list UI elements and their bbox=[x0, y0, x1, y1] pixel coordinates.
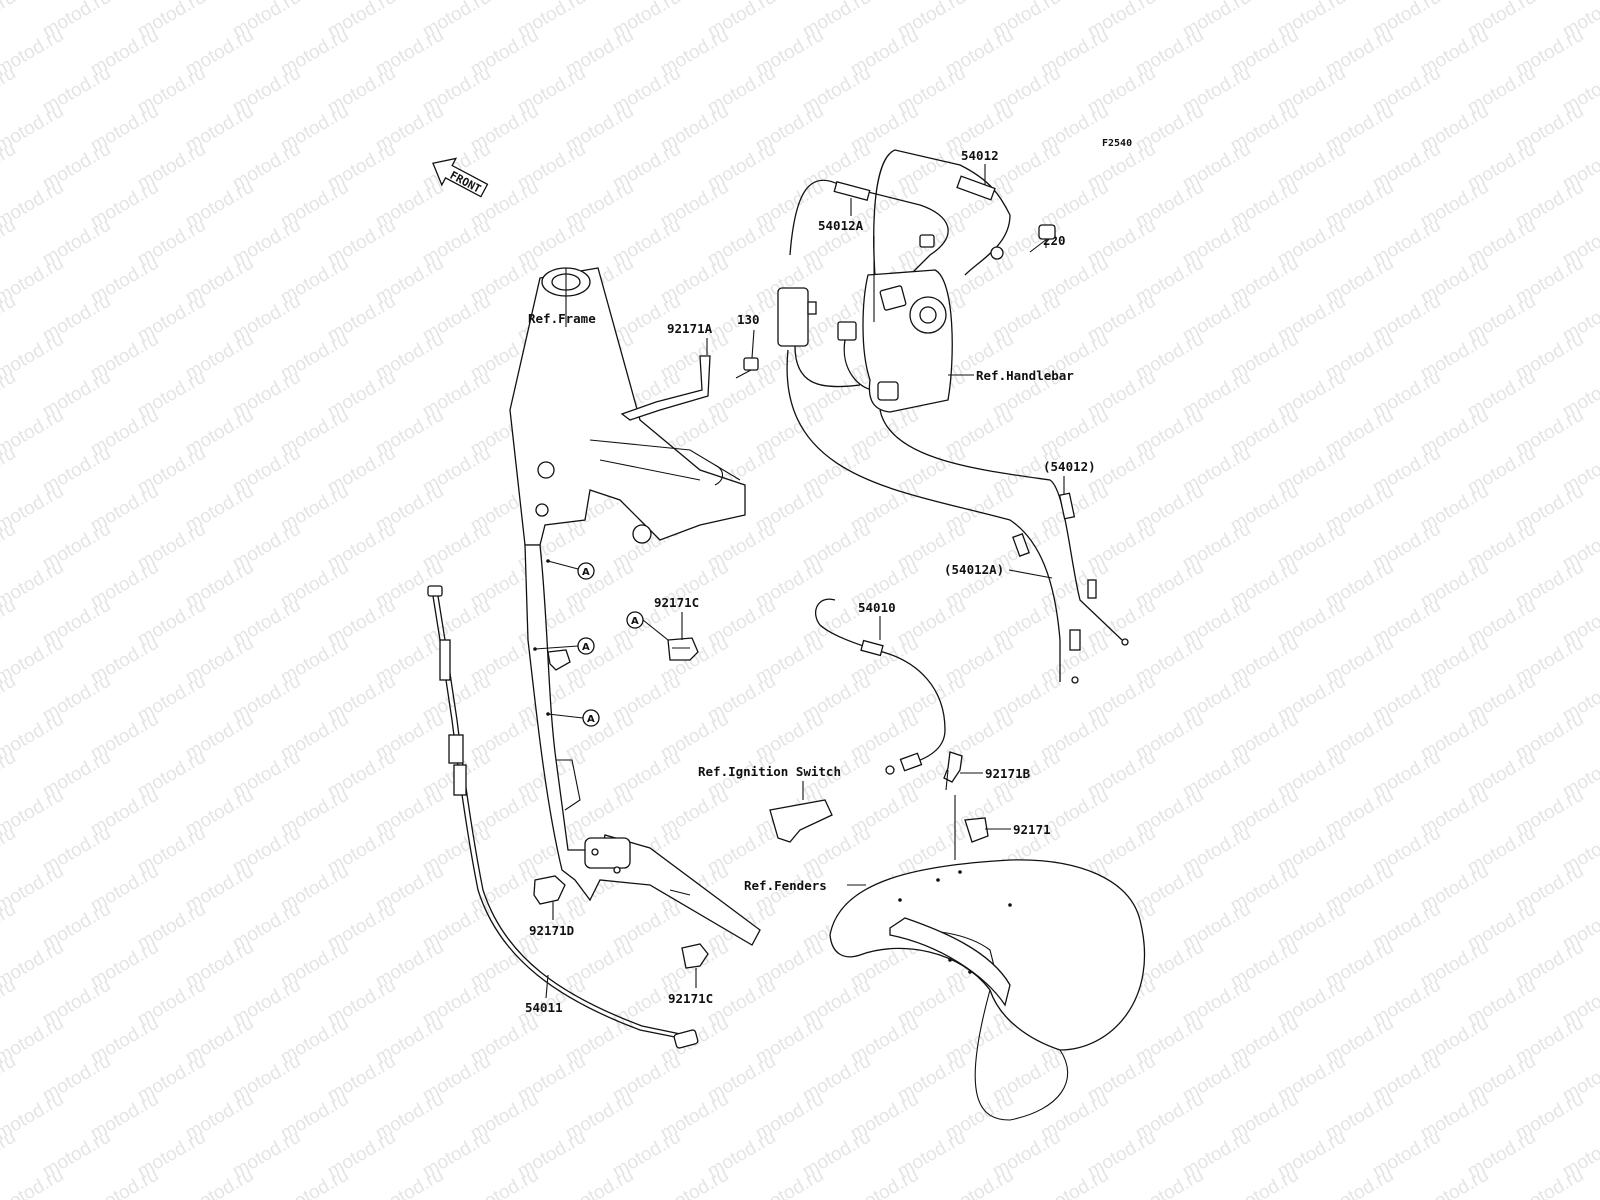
handlebar-connector bbox=[777, 287, 809, 347]
part-54011-label: 54011 bbox=[525, 1000, 563, 1015]
watermark-text: motod.ru bbox=[0, 0, 19, 42]
watermark-text: motod.ru bbox=[847, 1165, 922, 1200]
watermark-text: motod.ru bbox=[1512, 1165, 1587, 1200]
ref-frame-label: Ref.Frame bbox=[528, 311, 596, 326]
watermark-text: motod.ru bbox=[942, 1165, 1017, 1200]
handlebar-switch-housing bbox=[862, 269, 953, 413]
part-92171d-label: 92171D bbox=[529, 923, 574, 938]
svg-text:A: A bbox=[631, 616, 639, 627]
watermark-text: motod.ru bbox=[87, 1165, 162, 1200]
part-92171a-label: 92171A bbox=[667, 321, 713, 336]
part-92171c-top-label: 92171C bbox=[654, 595, 699, 610]
clamp-92171d bbox=[533, 875, 566, 905]
watermark-text: motod.ru bbox=[467, 1165, 542, 1200]
part-54012-label: 54012 bbox=[961, 148, 999, 163]
part-92171c-bottom-label: 92171C bbox=[668, 991, 713, 1006]
ref-ignition-switch-label: Ref.Ignition Switch bbox=[698, 764, 841, 779]
watermark-text: motod.ru bbox=[752, 1165, 827, 1200]
watermark-text: motod.ru bbox=[562, 1165, 637, 1200]
clip-92171 bbox=[964, 817, 989, 843]
ref-fenders-label: Ref.Fenders bbox=[744, 878, 827, 893]
part-54012a-paren-label: (54012A) bbox=[944, 562, 1004, 577]
watermark-text: motod.ru bbox=[1227, 1165, 1302, 1200]
part-54012-paren-label: (54012) bbox=[1043, 459, 1096, 474]
watermark-text: motod.ru bbox=[1132, 1165, 1207, 1200]
svg-text:A: A bbox=[587, 714, 595, 725]
ref-marker-a-1: A bbox=[547, 560, 595, 580]
ref-marker-a-3: A bbox=[547, 709, 600, 727]
svg-text:A: A bbox=[582, 642, 590, 653]
watermark-text: motod.ru bbox=[277, 1165, 352, 1200]
part-92171-label: 92171 bbox=[1013, 822, 1051, 837]
watermark-text: motod.ru bbox=[182, 1165, 257, 1200]
part-54010-label: 54010 bbox=[858, 600, 896, 615]
watermark-text: motod.ru bbox=[1322, 1165, 1397, 1200]
watermark-text: motod.ru bbox=[1417, 1165, 1492, 1200]
clamp-92171c-top bbox=[667, 637, 699, 661]
part-130-label: 130 bbox=[737, 312, 760, 327]
ref-handlebar-label: Ref.Handlebar bbox=[976, 368, 1074, 383]
watermark-text: motod.ru bbox=[1037, 1165, 1112, 1200]
part-54012a-label: 54012A bbox=[818, 218, 864, 233]
watermark-text: motod.ru bbox=[372, 1165, 447, 1200]
part-92171b-label: 92171B bbox=[985, 766, 1031, 781]
watermark-text: motod.ru bbox=[657, 1165, 732, 1200]
svg-text:A: A bbox=[582, 567, 590, 578]
watermark-text: motod.ru bbox=[0, 1165, 67, 1200]
figure-code: F2540 bbox=[1102, 138, 1132, 149]
